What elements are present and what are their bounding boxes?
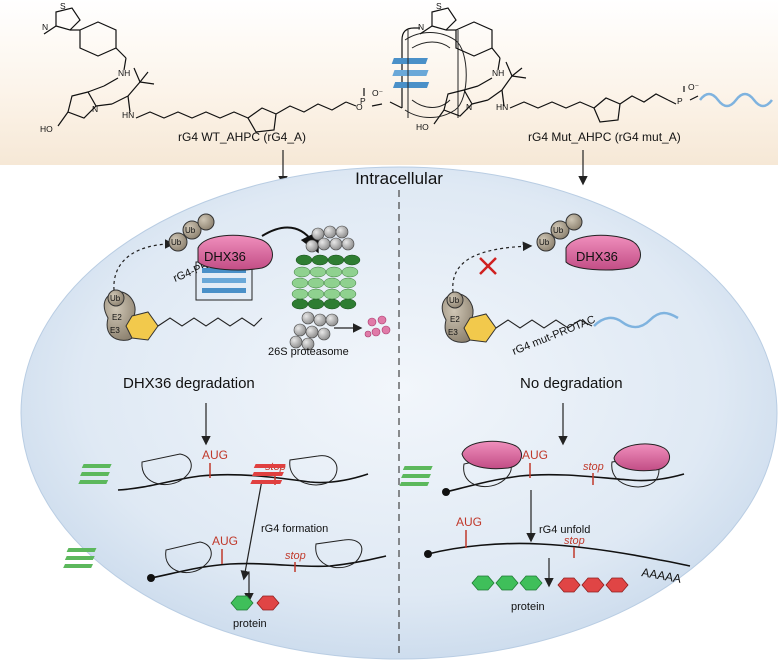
mut-rna-wave bbox=[699, 92, 773, 108]
left-dhx36-protein bbox=[197, 234, 273, 271]
left-protac-linker bbox=[157, 317, 263, 327]
left-vhl-ligand-icon bbox=[125, 311, 159, 341]
left-e3-ligase: Ub E2 E3 bbox=[103, 289, 159, 341]
wt-rg4-structure bbox=[391, 30, 467, 118]
atom-NH: NH bbox=[118, 68, 130, 78]
right-rg4-step-label: rG4 unfold bbox=[539, 524, 590, 536]
right-e3-ligase: Ub E2 E3 bbox=[441, 291, 497, 343]
right-protein-green-hexes bbox=[471, 575, 543, 591]
right-dhx36-bound-2 bbox=[613, 443, 671, 472]
atom-S: S bbox=[60, 1, 66, 11]
right-rna-wave bbox=[593, 311, 679, 329]
right-blocked-icon bbox=[479, 257, 497, 275]
left-rg4-green-2 bbox=[63, 539, 363, 569]
right-polya-label: AAAAA bbox=[640, 565, 682, 586]
proteasome-icon bbox=[289, 225, 361, 351]
atom-HO: HO bbox=[40, 124, 53, 134]
left-e3-label: E3 bbox=[110, 326, 120, 335]
wt-compound-structure bbox=[43, 7, 420, 133]
right-ub-on-e2 bbox=[446, 291, 464, 309]
atom-Ominus: O⁻ bbox=[372, 88, 384, 98]
peptide-fragments-icon bbox=[364, 315, 391, 338]
atom-P: P bbox=[677, 96, 683, 106]
right-start-codon-1: AUG bbox=[522, 448, 548, 462]
atom-N-proline: N bbox=[92, 104, 98, 114]
wt-compound-atoms: S N NH N HO HN O P O⁻ bbox=[40, 1, 384, 134]
left-protein-red-hex bbox=[256, 595, 280, 611]
atom-HN: HN bbox=[122, 110, 134, 120]
right-protein-red-hexes bbox=[557, 577, 629, 593]
left-ub-on-e2 bbox=[107, 289, 125, 307]
right-ub-transfer-arrow bbox=[452, 241, 533, 293]
mut-compound-label: rG4 Mut_AHPC (rG4 mut_A) bbox=[528, 130, 681, 144]
svg-text:Ub: Ub bbox=[171, 238, 182, 247]
left-rg4-red-2 bbox=[165, 541, 212, 574]
left-rg4-formation-arrow bbox=[240, 479, 263, 581]
svg-text:Ub: Ub bbox=[539, 238, 550, 247]
atom-S: S bbox=[436, 1, 442, 11]
wt-compound-label: rG4 WT_AHPC (rG4_A) bbox=[178, 130, 306, 144]
right-stop-codon-2: stop bbox=[564, 535, 585, 547]
left-mrna-2: AUG stop bbox=[63, 534, 387, 582]
right-ub-e2-label: Ub bbox=[449, 296, 460, 305]
atom-N: N bbox=[418, 22, 424, 32]
left-ub-e2-label: Ub bbox=[110, 294, 121, 303]
left-ub-chain: Ub Ub bbox=[168, 213, 215, 252]
atom-N: N bbox=[42, 22, 48, 32]
right-rg4-green-1 bbox=[399, 457, 660, 488]
atom-O: O bbox=[356, 102, 363, 112]
left-product-label: protein bbox=[233, 618, 267, 630]
svg-text:Ub: Ub bbox=[553, 226, 564, 235]
left-dhx36-label: DHX36 bbox=[204, 249, 246, 264]
right-dhx36-label: DHX36 bbox=[576, 249, 618, 264]
atom-HN: HN bbox=[496, 102, 508, 112]
left-rg4-green-1 bbox=[78, 455, 338, 486]
mut-compound-structure bbox=[419, 7, 699, 125]
right-product-label: protein bbox=[511, 601, 545, 613]
right-e2-label: E2 bbox=[450, 315, 460, 324]
left-rg4-red-1 bbox=[141, 453, 192, 486]
atom-HO: HO bbox=[416, 122, 429, 132]
atom-P: P bbox=[360, 96, 366, 106]
right-dhx36-protein bbox=[565, 234, 641, 271]
atom-NH: NH bbox=[492, 68, 504, 78]
left-start-codon-1: AUG bbox=[202, 448, 228, 462]
left-dhx36-complex: DHX36 bbox=[195, 234, 273, 301]
right-mrna-1: AUG stop bbox=[250, 440, 685, 496]
left-start-codon-2: AUG bbox=[212, 534, 238, 548]
left-ub-transfer-arrow bbox=[113, 239, 175, 291]
right-outcome-label: No degradation bbox=[520, 375, 623, 392]
mut-compound-atoms: S N NH N HO HN P O⁻ bbox=[416, 1, 700, 132]
proteasome-label: 26S proteasome bbox=[268, 346, 349, 358]
left-stop-codon-2: stop bbox=[285, 550, 306, 562]
left-rg4-step-label: rG4 formation bbox=[261, 523, 328, 535]
right-vhl-ligand-icon bbox=[463, 313, 497, 343]
right-e3-label: E3 bbox=[448, 328, 458, 337]
svg-text:Ub: Ub bbox=[185, 226, 196, 235]
left-e2-label: E2 bbox=[112, 313, 122, 322]
right-dhx36-bound-1 bbox=[461, 440, 523, 470]
left-outcome-label: DHX36 degradation bbox=[123, 375, 255, 392]
right-stop-codon-1: stop bbox=[583, 461, 604, 473]
top-background bbox=[0, 0, 778, 165]
right-ub-chain: Ub Ub bbox=[536, 213, 583, 252]
right-dhx36-complex: DHX36 bbox=[565, 234, 641, 271]
atom-N-proline: N bbox=[466, 102, 472, 112]
left-protein-green-hex bbox=[230, 595, 254, 611]
right-protac-linker bbox=[495, 319, 593, 329]
cell-title: Intracellular bbox=[355, 169, 443, 188]
right-start-codon-2: AUG bbox=[456, 515, 482, 529]
atom-Ominus: O⁻ bbox=[688, 82, 700, 92]
right-mrna-2: AUG stop AAAAA bbox=[424, 515, 691, 586]
